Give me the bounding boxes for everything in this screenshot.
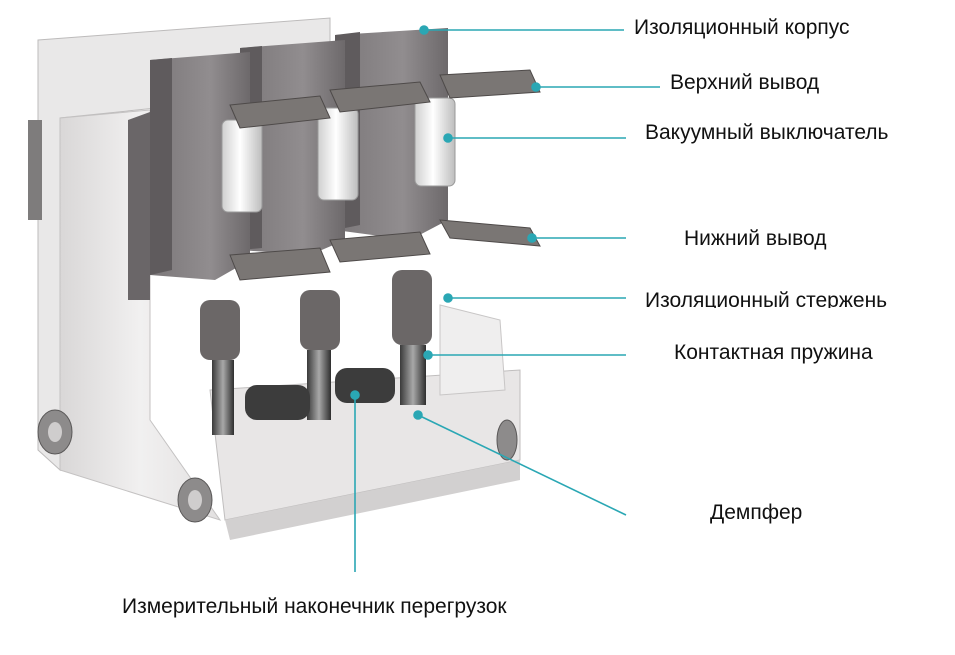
- label-vacuum-interrupter: Вакуумный выключатель: [645, 121, 889, 144]
- label-insulation-housing: Изоляционный корпус: [634, 16, 850, 39]
- label-overload-tip: Измерительный наконечник перегрузок: [122, 595, 507, 618]
- frame: [28, 17, 521, 540]
- label-upper-terminal: Верхний вывод: [670, 71, 820, 94]
- lower-terminals: [229, 219, 541, 281]
- label-damper: Демпфер: [710, 501, 803, 524]
- leader-lines: [350, 25, 660, 572]
- label-insulation-rod: Изоляционный стержень: [645, 290, 888, 308]
- label-lower-terminal: Нижний вывод: [684, 227, 827, 250]
- contact-springs: [200, 270, 432, 435]
- label-contact-spring: Контактная пружина: [674, 341, 873, 364]
- upper-terminals: [229, 69, 541, 129]
- wheels: [37, 409, 518, 523]
